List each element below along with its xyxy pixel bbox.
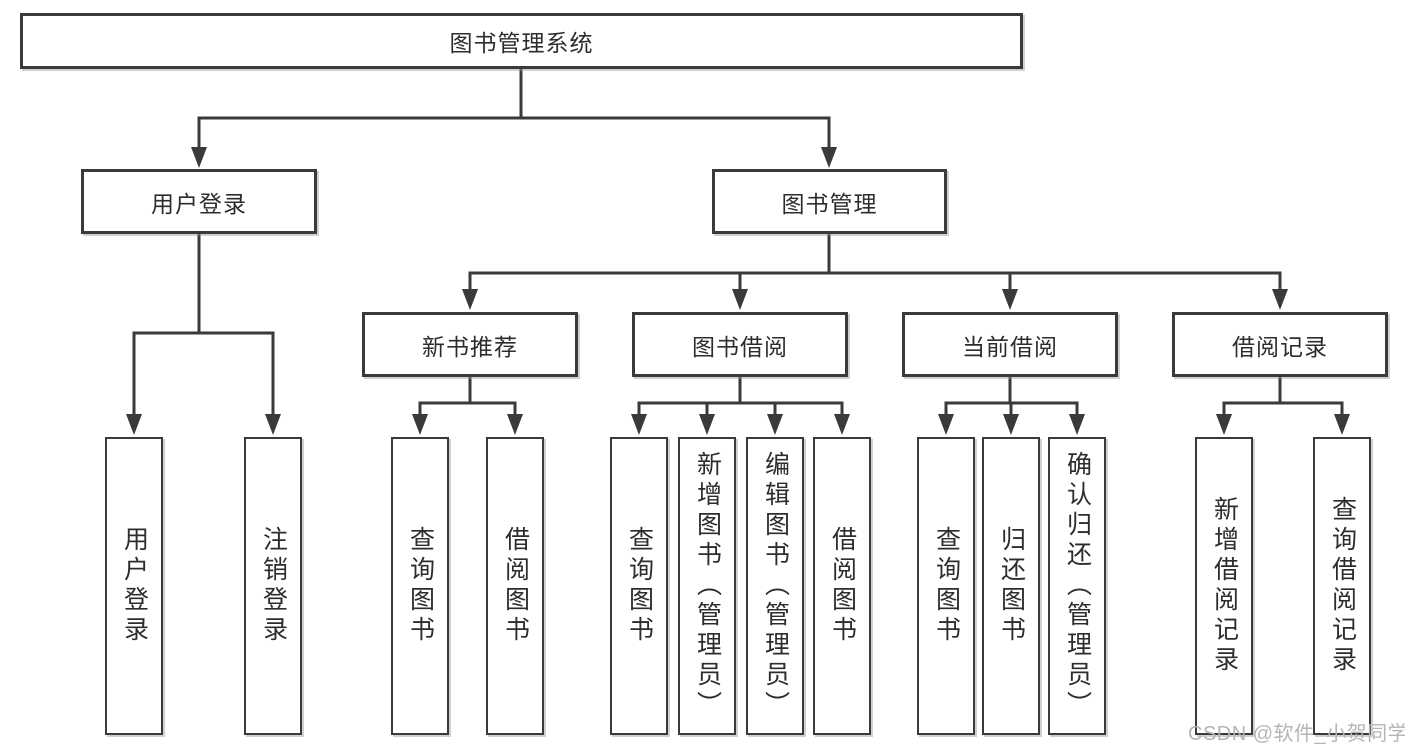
node-leaf-bb-add-books-label: 新增图书（管理员） [693,451,722,721]
node-leaf-cb-query-books: 查询图书 [917,437,975,735]
csdn-watermark: CSDN @软件_小贺同学 [1188,723,1405,745]
arrowhead [938,414,954,435]
node-leaf-nb-query-books-label: 查询图书 [406,526,435,646]
edges-user-login-to-leaves [126,231,281,435]
arrowhead [1334,414,1350,435]
node-leaf-br-query-record-label: 查询借阅记录 [1328,496,1357,676]
edges-new-book-recommend-to-leaves [412,375,523,435]
edges-root-to-level2 [191,67,837,168]
node-leaf-user-login-label: 用户登录 [120,526,149,646]
node-leaf-cb-return-books-label: 归还图书 [997,526,1026,646]
node-leaf-nb-borrow-books: 借阅图书 [486,437,544,735]
node-leaf-bb-query-books-label: 查询图书 [625,526,654,646]
arrowhead [1272,289,1288,310]
node-borrowing-records-label: 借阅记录 [1232,333,1328,360]
edges-current-borrowing-to-leaves [938,375,1085,435]
arrowhead [1216,414,1232,435]
arrowhead [126,414,142,435]
arrowhead [699,414,715,435]
node-leaf-br-add-record: 新增借阅记录 [1195,437,1253,735]
arrowhead [507,414,523,435]
arrowhead [1002,289,1018,310]
arrowhead [462,289,478,310]
edges-borrowing-records-to-leaves [1216,375,1350,435]
arrowhead [631,414,647,435]
node-leaf-logout: 注销登录 [244,437,302,735]
node-leaf-bb-edit-books: 编辑图书（管理员） [746,437,804,735]
node-book-management-label: 图书管理 [781,190,878,217]
node-user-login-label: 用户登录 [151,190,247,217]
arrowhead [821,147,837,168]
edges-book-borrowing-to-leaves [631,375,850,435]
node-leaf-user-login: 用户登录 [105,437,163,735]
arrowhead [767,414,783,435]
node-book-management: 图书管理 [712,169,947,234]
node-borrowing-records: 借阅记录 [1172,312,1388,377]
node-leaf-cb-confirm-return: 确认归还（管理员） [1048,437,1106,735]
node-leaf-bb-query-books: 查询图书 [610,437,668,735]
node-current-borrowing: 当前借阅 [902,312,1118,377]
arrowhead [265,414,281,435]
node-leaf-bb-add-books: 新增图书（管理员） [678,437,736,735]
node-leaf-cb-query-books-label: 查询图书 [932,526,961,646]
node-leaf-bb-borrow-books: 借阅图书 [813,437,871,735]
node-leaf-cb-confirm-return-label: 确认归还（管理员） [1063,451,1092,721]
arrowhead [732,289,748,310]
arrowhead [191,147,207,168]
node-leaf-nb-query-books: 查询图书 [391,437,449,735]
arrowhead [1003,414,1019,435]
node-leaf-br-query-record: 查询借阅记录 [1313,437,1371,735]
node-root-label: 图书管理系统 [449,30,594,56]
node-current-borrowing-label: 当前借阅 [962,333,1058,360]
node-book-borrowing-label: 图书借阅 [692,333,788,360]
arrowhead [412,414,428,435]
edges-book-management-to-level3 [462,232,1288,310]
node-leaf-bb-edit-books-label: 编辑图书（管理员） [761,451,790,721]
node-root: 图书管理系统 [20,13,1023,69]
arrowhead [834,414,850,435]
node-leaf-logout-label: 注销登录 [259,526,288,646]
node-leaf-nb-borrow-books-label: 借阅图书 [501,526,530,646]
node-user-login: 用户登录 [81,169,317,234]
node-book-borrowing: 图书借阅 [632,312,848,377]
node-new-book-recommend-label: 新书推荐 [422,333,518,360]
node-leaf-cb-return-books: 归还图书 [982,437,1040,735]
node-leaf-br-add-record-label: 新增借阅记录 [1210,496,1239,676]
node-leaf-bb-borrow-books-label: 借阅图书 [828,526,857,646]
arrowhead [1069,414,1085,435]
node-new-book-recommend: 新书推荐 [362,312,578,377]
